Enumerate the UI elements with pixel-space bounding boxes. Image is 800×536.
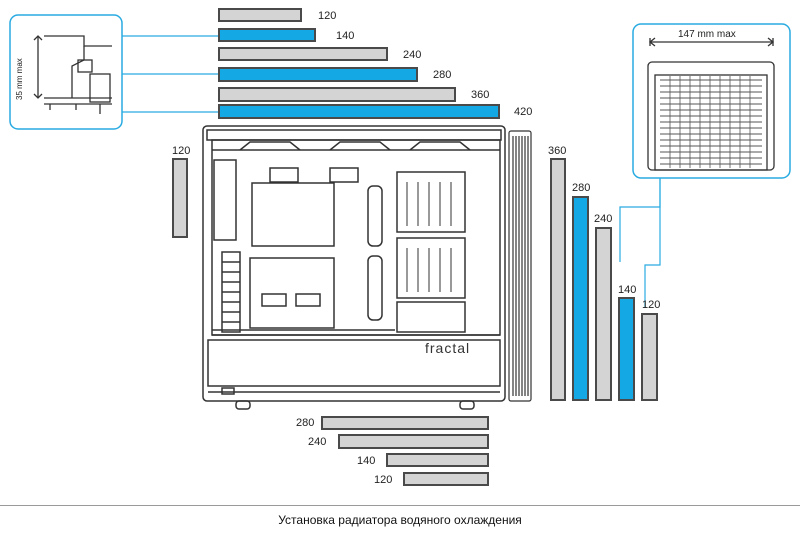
radiator-fin-verticals bbox=[669, 76, 751, 168]
front-radiator-240-bar bbox=[595, 227, 612, 401]
case-logo: fractal bbox=[425, 340, 471, 356]
case-body bbox=[202, 125, 506, 410]
leader-lines bbox=[120, 35, 661, 308]
top-radiator-280-label: 280 bbox=[433, 69, 452, 81]
front-radiator-280-label: 280 bbox=[572, 182, 591, 194]
front-clearance-label: 147 mm max bbox=[678, 29, 736, 40]
front-panel bbox=[508, 130, 532, 402]
front-radiator-240-label: 240 bbox=[594, 213, 613, 225]
top-clearance-label: 35 mm max bbox=[15, 58, 24, 100]
top-radiator-240-bar bbox=[218, 47, 388, 61]
bottom-radiator-280-bar bbox=[321, 416, 489, 430]
top-clearance-drawing bbox=[33, 35, 112, 114]
front-radiator-140-label: 140 bbox=[618, 284, 637, 296]
bottom-radiator-140-label: 140 bbox=[357, 455, 376, 467]
bottom-radiator-240-label: 240 bbox=[308, 436, 327, 448]
bottom-radiator-140-bar bbox=[386, 453, 489, 467]
front-clearance-drawing bbox=[647, 37, 775, 171]
top-radiator-140-bar bbox=[218, 28, 316, 42]
top-radiator-360-bar bbox=[218, 87, 456, 102]
front-radiator-140-bar bbox=[618, 297, 635, 401]
front-radiator-120-bar bbox=[641, 313, 658, 401]
radiator-fins bbox=[660, 79, 762, 165]
top-radiator-280-bar bbox=[218, 67, 418, 82]
bottom-radiator-120-bar bbox=[403, 472, 489, 486]
rear-radiator-120-bar bbox=[172, 158, 188, 238]
top-clearance-callout bbox=[9, 14, 123, 130]
caption-divider bbox=[0, 505, 800, 506]
bottom-radiator-120-label: 120 bbox=[374, 474, 393, 486]
front-radiator-120-label: 120 bbox=[642, 299, 661, 311]
top-radiator-360-label: 360 bbox=[471, 89, 490, 101]
rear-radiator-120-label: 120 bbox=[172, 145, 191, 157]
front-radiator-280-bar bbox=[572, 196, 589, 401]
caption: Установка радиатора водяного охлаждения bbox=[278, 513, 522, 527]
bottom-radiator-240-bar bbox=[338, 434, 489, 449]
bottom-radiator-280-label: 280 bbox=[296, 417, 315, 429]
top-radiator-140-label: 140 bbox=[336, 30, 355, 42]
top-radiator-240-label: 240 bbox=[403, 49, 422, 61]
top-radiator-120-bar bbox=[218, 8, 302, 22]
top-radiator-120-label: 120 bbox=[318, 10, 337, 22]
front-radiator-360-label: 360 bbox=[548, 145, 567, 157]
top-radiator-420-bar bbox=[218, 104, 500, 119]
top-radiator-420-label: 420 bbox=[514, 106, 533, 118]
front-radiator-360-bar bbox=[550, 158, 566, 401]
